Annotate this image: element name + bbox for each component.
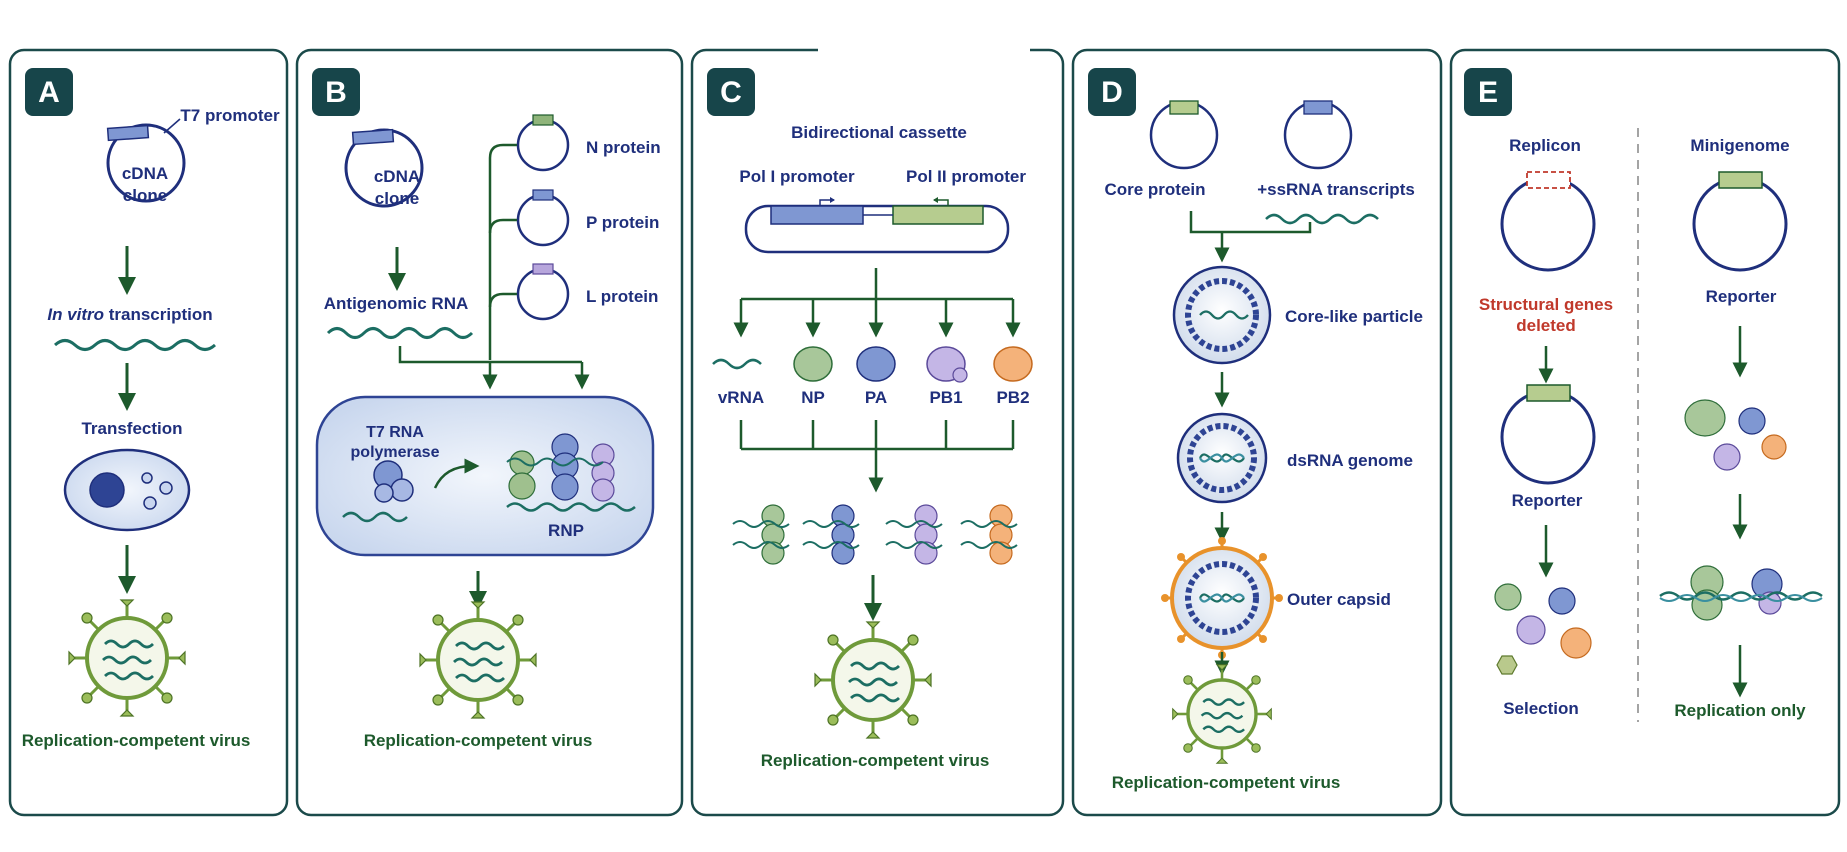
- rna-wave-b: [326, 327, 474, 339]
- replication-complex-icon: [1659, 565, 1823, 621]
- cassette-label: Bidirectional cassette: [791, 123, 967, 142]
- result-label-b: Replication-competent virus: [364, 731, 593, 750]
- dsrna-particle-icon: [1176, 412, 1268, 504]
- segment-label-pa: PA: [865, 388, 887, 407]
- panel-e-badge: [1464, 68, 1512, 116]
- plasmid-icon: [1692, 171, 1788, 272]
- antigenomic-label: Antigenomic RNA: [324, 294, 469, 313]
- rnp-segment-icon: [732, 504, 790, 565]
- replication-only-label: Replication only: [1674, 701, 1806, 720]
- vrna-wave: [712, 358, 762, 370]
- panel-c-badge-label: C: [720, 76, 742, 109]
- outer-capsid-label: Outer capsid: [1287, 590, 1391, 609]
- plasmid-icon: [1500, 384, 1596, 485]
- t7-rna-label-1: T7 RNA: [366, 424, 424, 441]
- cdna-label-b1: cDNA: [374, 167, 420, 186]
- outer-capsid-icon: [1161, 537, 1283, 659]
- t7-rna-label-2: polymerase: [351, 444, 440, 461]
- virus-icon: [68, 599, 186, 717]
- virus-icon: [419, 601, 537, 719]
- arrow-b4: [433, 458, 480, 489]
- l-protein-label: L protein: [586, 287, 658, 306]
- connector-d: [1189, 211, 1312, 234]
- virus-icon: [1172, 664, 1272, 764]
- selection-label: Selection: [1503, 699, 1579, 718]
- reporter-label-left: Reporter: [1512, 491, 1583, 510]
- p-protein-label: P protein: [586, 213, 659, 232]
- panel-a-badge-label: A: [38, 76, 60, 109]
- cdna-label-a1: cDNA: [122, 164, 168, 183]
- panel-d-badge: [1088, 68, 1136, 116]
- panel-b: B cDNA clone Antigenomic RNA N protein P…: [295, 48, 684, 817]
- segment-label-pb2: PB2: [996, 388, 1029, 407]
- rnp-segment-icon: [960, 504, 1018, 565]
- panel-b-badge-label: B: [325, 76, 347, 109]
- rnp-segment-icon: [802, 504, 860, 565]
- panel-c-frame-gap: [818, 44, 1030, 54]
- selection-proteins-icon: [1494, 583, 1592, 675]
- connector-b: [398, 143, 582, 364]
- rnp-complex-icon: [506, 433, 636, 512]
- replicon-label: Replicon: [1509, 136, 1581, 155]
- cdna-label-a2: clone: [123, 186, 167, 205]
- pb2-protein-icon: [993, 346, 1033, 382]
- panel-a-badge: [25, 68, 73, 116]
- result-label-d: Replication-competent virus: [1112, 773, 1341, 792]
- plasmid-icon: [1149, 100, 1219, 170]
- n-protein-label: N protein: [586, 138, 661, 157]
- pol2-label: Pol II promoter: [906, 167, 1026, 186]
- panel-a-frame: [8, 48, 289, 817]
- plasmid-icon: [1283, 100, 1353, 170]
- rnp-segment-icon: [885, 504, 943, 565]
- pol1-label: Pol I promoter: [739, 167, 855, 186]
- plasmid-icon: [516, 114, 570, 172]
- result-label-c: Replication-competent virus: [761, 751, 990, 770]
- pb1-protein-icon: [926, 346, 968, 383]
- t7-leader-line: [163, 118, 181, 134]
- plasmid-icon: [516, 263, 570, 321]
- segment-label-pb1: PB1: [929, 388, 962, 407]
- replication-proteins-icon: [1684, 399, 1787, 471]
- in-vitro-label: In vitro transcription: [47, 305, 212, 324]
- transfection-label: Transfection: [81, 419, 182, 438]
- panel-b-badge: [312, 68, 360, 116]
- np-protein-icon: [793, 346, 833, 382]
- polymerase-icon: [373, 460, 414, 503]
- plasmid-icon: [106, 123, 186, 203]
- panel-e: E Replicon Structural genes deleted Repo…: [1449, 48, 1841, 817]
- cell-icon: [63, 448, 191, 532]
- core-like-label: Core-like particle: [1285, 307, 1423, 326]
- panel-d-badge-label: D: [1101, 76, 1123, 109]
- cdna-label-b2: clone: [375, 189, 419, 208]
- segment-label-vrna: vRNA: [718, 388, 764, 407]
- panel-d: D Core protein +ssRNA transcripts Core-l…: [1071, 48, 1443, 817]
- panel-a: A T7 promoter cDNA clone In vitro transc…: [8, 48, 289, 817]
- rnp-label: RNP: [548, 521, 584, 540]
- rna-wave-t7: [342, 511, 408, 523]
- panel-c-badge: [707, 68, 755, 116]
- dsrna-label: dsRNA genome: [1287, 451, 1413, 470]
- structural-genes-label-1: Structural genes: [1479, 295, 1613, 314]
- rna-wave-a: [53, 339, 217, 351]
- virus-icon: [814, 621, 932, 739]
- t7-promoter-label: T7 promoter: [180, 106, 280, 125]
- ssrna-wave: [1265, 213, 1379, 225]
- ssrna-label: +ssRNA transcripts: [1257, 180, 1415, 199]
- plasmid-icon: [1500, 171, 1596, 272]
- plasmid-icon: [516, 189, 570, 247]
- result-label-a: Replication-competent virus: [22, 731, 251, 750]
- core-particle-icon: [1172, 265, 1272, 365]
- structural-genes-label-2: deleted: [1516, 316, 1576, 335]
- core-protein-label: Core protein: [1104, 180, 1205, 199]
- pa-protein-icon: [856, 346, 896, 382]
- plasmid-icon: [344, 128, 424, 208]
- reporter-label-right: Reporter: [1706, 287, 1777, 306]
- panel-c: C Bidirectional cassette Pol I promoter …: [690, 44, 1065, 817]
- cassette-icon: [744, 197, 1010, 254]
- connector-c-arrows: [733, 299, 1021, 338]
- segment-label-np: NP: [801, 388, 825, 407]
- minigenome-label: Minigenome: [1690, 136, 1789, 155]
- panel-e-badge-label: E: [1478, 76, 1498, 109]
